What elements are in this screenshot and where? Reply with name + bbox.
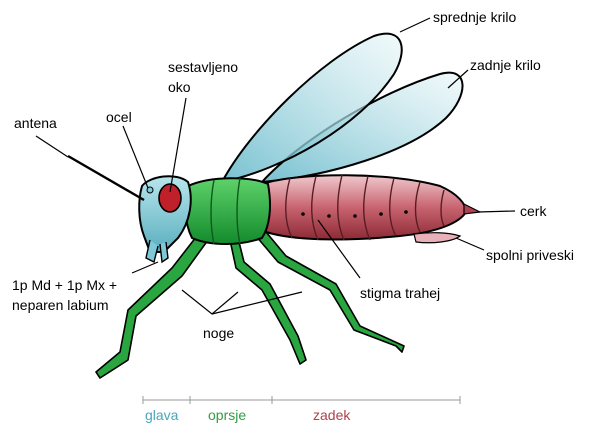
cercus (464, 204, 480, 214)
label-cerk: cerk (520, 203, 547, 219)
label-mouthparts-1: 1p Md + 1p Mx + (12, 277, 117, 293)
genital-appendages (414, 233, 460, 243)
segment-oprsje: oprsje (208, 407, 246, 423)
label-ocel: ocel (106, 109, 132, 125)
antenna (68, 156, 144, 200)
segment-glava: glava (145, 407, 179, 423)
label-stigma-trahej: stigma trahej (360, 285, 440, 301)
segment-zadek: zadek (313, 407, 351, 423)
label-sestavljeno-oko-2: oko (168, 79, 191, 95)
label-noge: noge (203, 325, 234, 341)
thorax (185, 178, 270, 244)
compound-eye (159, 184, 181, 212)
label-antena: antena (14, 115, 57, 131)
segment-scale (143, 396, 460, 404)
label-zadnje-krilo: zadnje krilo (470, 57, 541, 73)
label-spolni-priveski: spolni priveski (486, 247, 574, 263)
label-mouthparts-2: neparen labium (12, 297, 109, 313)
label-sprednje-krilo: sprednje krilo (433, 9, 516, 25)
label-sestavljeno-oko-1: sestavljeno (168, 59, 238, 75)
